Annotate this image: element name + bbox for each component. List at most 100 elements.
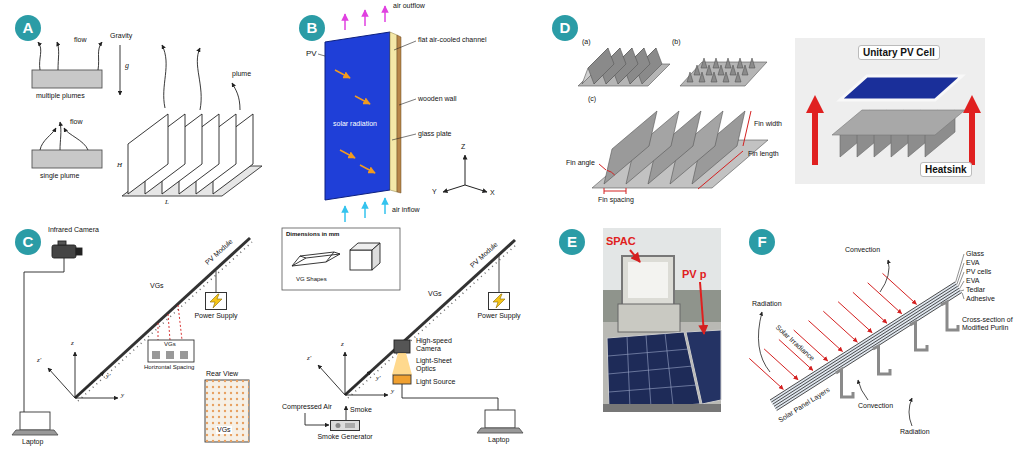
plume-fin-sketch-part xyxy=(162,45,166,108)
spac-photo-part xyxy=(607,332,700,410)
equipment-label: Power Supply xyxy=(477,312,520,320)
ir-setup-sketch-part xyxy=(166,351,174,359)
pv-channel-sketch-part xyxy=(318,54,325,56)
purlin-cooling-sketch-part-part xyxy=(961,290,964,292)
spac-photo-part xyxy=(603,228,721,412)
text-label: (a) xyxy=(582,38,591,46)
ir-setup-sketch-part xyxy=(158,305,182,340)
text-label: Unitary PV Cell xyxy=(858,45,940,60)
purlin-cooling-sketch-part-part xyxy=(823,311,857,342)
pv-channel-sketch-part xyxy=(364,10,366,26)
text-label: air inflow xyxy=(392,206,420,214)
purlin-cooling-sketch-part-part xyxy=(960,281,965,289)
knob-symbol xyxy=(336,423,341,428)
text-label: Infrared Camera xyxy=(48,226,99,234)
text-label: air outflow xyxy=(393,2,425,10)
panel-letter-badge: E xyxy=(559,229,585,255)
purlin-cooling-sketch-part-part xyxy=(749,358,783,389)
text-label: VGs xyxy=(164,341,176,348)
pv-channel-sketch-part xyxy=(390,32,397,192)
ir-setup-sketch-part xyxy=(76,248,82,255)
text-label: (c) xyxy=(588,95,596,103)
purlin-cooling-sketch-part-part xyxy=(868,283,902,314)
plume-fin-sketch-part xyxy=(98,42,102,70)
ir-setup-sketch-part xyxy=(205,380,249,442)
heatsink-fins-sketch-part xyxy=(812,104,818,165)
purlin-cooling-sketch xyxy=(749,254,964,426)
purlin-cooling-sketch-part xyxy=(758,312,770,372)
heatsink-fins-sketch-part xyxy=(795,38,985,184)
spac-photo-part xyxy=(603,404,721,412)
text-label: Cross-section of Modified Purlin xyxy=(962,316,1014,331)
panel-letter-badge: B xyxy=(299,15,325,41)
purlin-cooling-sketch-part xyxy=(858,380,868,400)
text-label: VGs xyxy=(150,282,164,290)
text-label: solar radiation xyxy=(333,120,377,128)
piv-setup-sketch-part xyxy=(393,375,411,384)
panel-letter-badge: D xyxy=(552,15,578,41)
power-supply-icon xyxy=(205,292,227,310)
pv-channel-sketch xyxy=(318,6,487,222)
pv-channel-sketch-part xyxy=(465,155,466,185)
spac-photo-part xyxy=(603,228,721,298)
icon-graphic xyxy=(206,293,226,309)
spac-photo xyxy=(603,228,721,412)
spac-photo-part xyxy=(630,250,640,262)
text-label: z′ xyxy=(37,357,41,365)
pv-channel-sketch-part xyxy=(335,70,350,78)
purlin-cooling-sketch-part-part xyxy=(962,293,964,299)
text-label: flow xyxy=(74,36,86,44)
icon-graphic xyxy=(331,421,359,430)
heatsink-fins-sketch-part-part xyxy=(607,170,615,175)
text-label: z xyxy=(71,340,74,348)
piv-setup-sketch-part xyxy=(392,353,412,375)
heatsink-fins-sketch-part xyxy=(687,58,755,82)
text-label: single plume xyxy=(40,172,79,180)
plume-fin-sketch-part xyxy=(120,45,121,95)
pv-channel-sketch-part xyxy=(399,99,416,105)
piv-setup-sketch-part xyxy=(292,254,340,266)
text-label: Laptop xyxy=(488,436,509,444)
pv-channel-sketch-part xyxy=(360,165,375,173)
text-label: z′ xyxy=(307,355,311,363)
text-label: Light-Sheet Optics xyxy=(416,357,464,372)
piv-setup-sketch-part xyxy=(477,428,523,433)
purlin-cooling-sketch-part xyxy=(956,254,965,299)
vent-symbol xyxy=(345,423,355,428)
pv-channel-sketch-part xyxy=(397,35,401,193)
panel-letter-badge: C xyxy=(15,229,41,255)
text-label: Rear View xyxy=(206,370,238,378)
text-label: H xyxy=(117,162,122,170)
ir-setup-sketch-part xyxy=(75,398,118,399)
pv-channel-sketch-part xyxy=(325,32,390,200)
text-label: PV Module xyxy=(469,241,499,270)
ir-setup-sketch-part xyxy=(152,351,160,359)
text-label: Z xyxy=(461,143,465,151)
text-label: z xyxy=(341,341,344,349)
piv-setup-sketch-part xyxy=(372,243,380,270)
purlin-cooling-sketch-part xyxy=(909,398,912,426)
piv-setup-sketch-part xyxy=(346,406,347,420)
pv-channel-sketch-part xyxy=(392,134,416,140)
text-label: (b) xyxy=(672,38,681,46)
lightning-symbol xyxy=(210,294,222,308)
heatsink-fins-sketch-part-part xyxy=(604,188,626,194)
text-label: High-speed Camera xyxy=(416,337,464,352)
text-label: EVA xyxy=(966,277,980,285)
ir-setup-sketch-part xyxy=(12,430,58,435)
equipment-box: Power Supply xyxy=(476,292,522,320)
text-label: wooden wall xyxy=(418,95,457,103)
ir-setup-sketch-part-part xyxy=(158,305,182,340)
heatsink-fins-sketch-part xyxy=(604,111,657,184)
text-label: Radiation xyxy=(900,428,930,436)
purlin-cooling-sketch-part xyxy=(774,288,959,406)
text-label: PV xyxy=(306,50,317,59)
purlin-cooling-sketch-part xyxy=(771,284,956,402)
icon-graphic xyxy=(489,293,509,309)
text-label: Fin width xyxy=(754,120,782,128)
text-label: Fin length xyxy=(748,150,779,158)
purlin-cooling-sketch-part-part xyxy=(910,322,927,350)
